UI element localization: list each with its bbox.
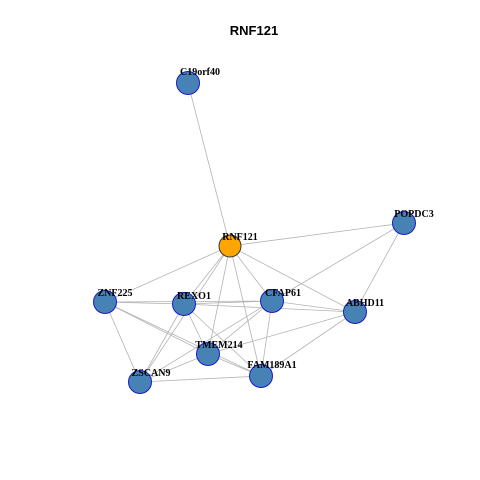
node-abhd11[interactable] (343, 300, 367, 324)
edge-rexo1-fam189a1 (183, 303, 262, 377)
edge-rnf121-c19orf40 (187, 82, 231, 247)
node-label-c19orf40: C19orf40 (180, 67, 220, 78)
edge-cfap61-tmem214 (207, 300, 273, 355)
node-cfap61[interactable] (260, 289, 284, 313)
nodes-layer (93, 71, 416, 394)
node-label-cfap61: CFAP61 (265, 288, 301, 299)
edge-tmem214-zscan9 (139, 353, 209, 383)
node-label-tmem214: TMEM214 (195, 340, 242, 351)
edge-rexo1-cfap61 (183, 300, 273, 305)
node-rexo1[interactable] (172, 292, 196, 316)
edge-rnf121-tmem214 (207, 245, 231, 355)
edges-layer (104, 82, 405, 383)
node-znf225[interactable] (93, 290, 117, 314)
edge-cfap61-abhd11 (271, 300, 356, 313)
node-label-rnf121: RNF121 (222, 232, 258, 243)
edge-znf225-fam189a1 (104, 301, 262, 377)
edge-cfap61-zscan9 (139, 300, 273, 383)
edge-rexo1-zscan9 (139, 303, 185, 383)
edge-popdc3-abhd11 (354, 222, 405, 313)
edge-znf225-tmem214 (104, 301, 209, 355)
node-label-fam189a1: FAM189A1 (247, 360, 296, 371)
edge-rnf121-znf225 (104, 245, 231, 303)
node-tmem214[interactable] (196, 342, 220, 366)
node-popdc3[interactable] (392, 211, 416, 235)
edge-znf225-rexo1 (104, 301, 185, 305)
diagram-title: RNF121 (230, 23, 278, 38)
node-label-znf225: ZNF225 (98, 288, 133, 299)
edge-cfap61-fam189a1 (260, 300, 273, 377)
node-c19orf40[interactable] (176, 71, 200, 95)
node-label-abhd11: ABHD11 (346, 298, 384, 309)
node-zscan9[interactable] (128, 370, 152, 394)
edge-rnf121-abhd11 (229, 245, 356, 313)
edge-rnf121-rexo1 (183, 245, 231, 305)
edge-abhd11-tmem214 (207, 311, 356, 355)
edge-popdc3-cfap61 (271, 222, 405, 302)
edge-abhd11-fam189a1 (260, 311, 356, 377)
node-label-rexo1: REXO1 (177, 291, 211, 302)
node-label-zscan9: ZSCAN9 (132, 368, 171, 379)
edge-fam189a1-zscan9 (139, 375, 262, 383)
node-fam189a1[interactable] (249, 364, 273, 388)
node-label-popdc3: POPDC3 (394, 209, 433, 220)
node-rnf121[interactable] (218, 234, 242, 258)
edge-znf225-zscan9 (104, 301, 141, 383)
edge-rnf121-fam189a1 (229, 245, 262, 377)
edge-rnf121-popdc3 (229, 222, 405, 247)
